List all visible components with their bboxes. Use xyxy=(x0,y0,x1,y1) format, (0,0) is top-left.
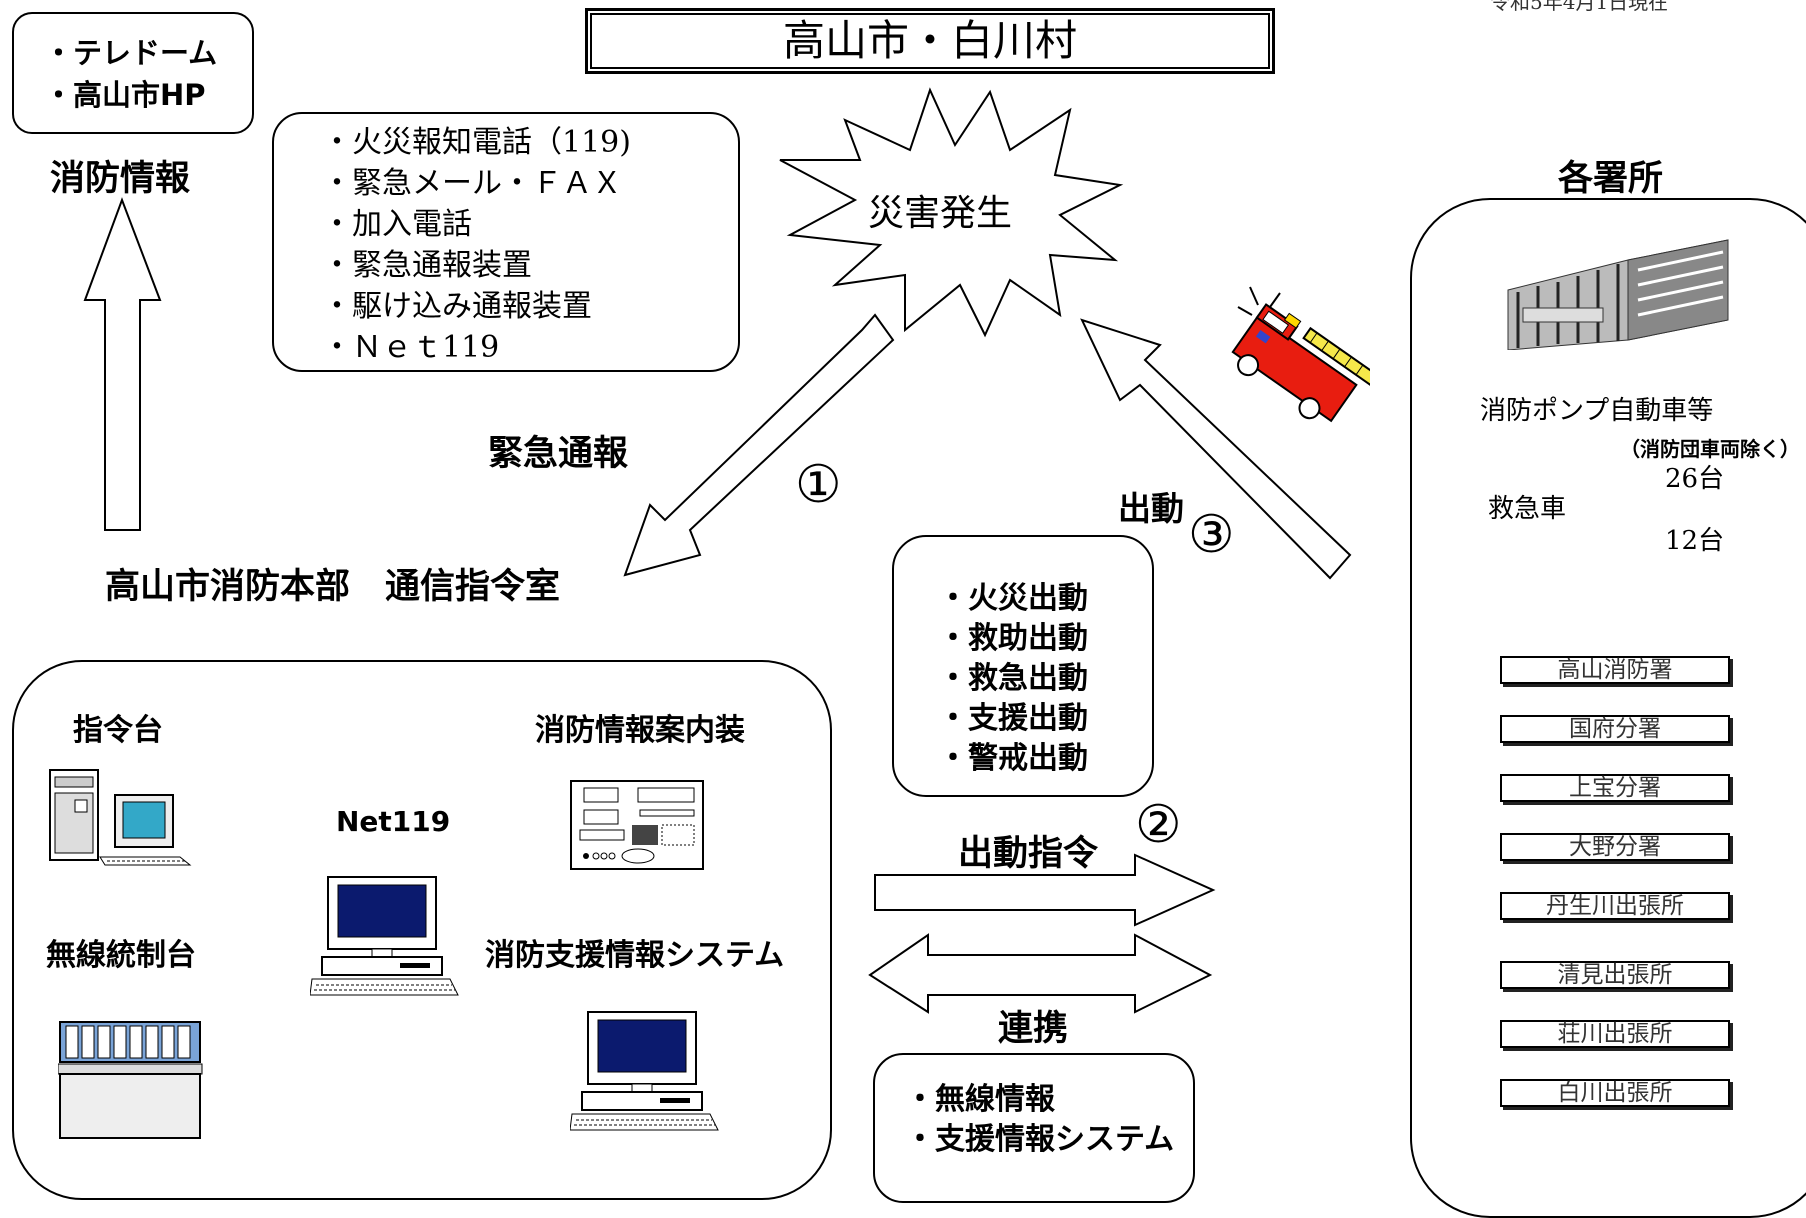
dispatch-type-item: ・救助出動 xyxy=(938,621,1088,656)
ambulance-count: 12台 xyxy=(1665,526,1725,556)
station-item: 高山消防署 xyxy=(1500,656,1730,684)
dispatch-types-box: ・火災出動 ・救助出動 ・救急出動 ・支援出動 ・警戒出動 xyxy=(892,535,1154,797)
cooperation-arrow xyxy=(868,933,1213,1014)
radio-console-label: 無線統制台 xyxy=(46,938,196,973)
stations-box xyxy=(1410,198,1806,1218)
cooperation-items-box: ・無線情報 ・支援情報システム xyxy=(873,1053,1195,1203)
stations-title: 各署所 xyxy=(1558,159,1664,199)
support-system-label: 消防支援情報システム xyxy=(485,938,785,973)
dispatch-type-item: ・救急出動 xyxy=(938,661,1088,696)
info-channels-box: ・テレドーム ・高山市HP xyxy=(12,12,254,134)
report-method-item: ・緊急メール・ＦＡＸ xyxy=(322,166,622,201)
step-two-marker: ② xyxy=(1135,795,1182,855)
step-one-marker: ① xyxy=(795,455,842,515)
dispatch-type-item: ・火災出動 xyxy=(938,581,1088,616)
computer-icon xyxy=(310,876,459,996)
station-item: 白川出張所 xyxy=(1500,1079,1730,1107)
station-item: 丹生川出張所 xyxy=(1500,892,1730,920)
station-item: 荘川出張所 xyxy=(1500,1020,1730,1048)
station-item: 国府分署 xyxy=(1500,715,1730,743)
ambulance-label: 救急車 xyxy=(1488,494,1567,524)
disaster-starburst xyxy=(779,87,1124,338)
title-box: 高山市・白川村 xyxy=(585,8,1275,74)
up-arrow xyxy=(83,197,162,531)
fire-truck-icon xyxy=(1231,286,1370,423)
net119-label: Net119 xyxy=(336,805,451,838)
info-guide-label: 消防情報案内装 xyxy=(535,713,745,748)
computer-icon xyxy=(49,769,192,866)
cooperation-item: ・無線情報 xyxy=(905,1082,1055,1117)
report-methods-box: ・火災報知電話（119) ・緊急メール・ＦＡＸ ・加入電話 ・緊急通報装置 ・駆… xyxy=(272,112,740,372)
report-method-item: ・Ｎｅｔ119 xyxy=(322,330,500,365)
report-method-item: ・加入電話 xyxy=(322,207,472,242)
command-center-title: 高山市消防本部 通信指令室 xyxy=(105,567,561,607)
emergency-report-arrow xyxy=(623,313,895,577)
fire-info-label: 消防情報 xyxy=(50,159,191,199)
command-console-label: 指令台 xyxy=(73,713,163,748)
station-item: 上宝分署 xyxy=(1500,774,1730,802)
guide-device-icon xyxy=(570,780,704,870)
vehicles-count: 26台 xyxy=(1665,464,1725,494)
report-method-item: ・緊急通報装置 xyxy=(322,248,532,283)
radio-console-icon xyxy=(58,1021,203,1139)
step-three-marker: ③ xyxy=(1188,505,1235,565)
dispatch-label: 出動 xyxy=(1118,489,1184,528)
info-channel-item: ・テレドーム xyxy=(44,36,218,70)
info-channel-item: ・高山市HP xyxy=(44,78,206,112)
vehicles-note: （消防団車両除く） xyxy=(1620,437,1800,461)
report-method-item: ・駆け込み通報装置 xyxy=(322,289,592,324)
building-icon xyxy=(1507,239,1729,350)
dispatch-order-arrow xyxy=(874,853,1216,927)
dispatch-type-item: ・警戒出動 xyxy=(938,741,1088,776)
station-item: 清見出張所 xyxy=(1500,961,1730,989)
cooperation-label: 連携 xyxy=(998,1009,1069,1049)
corner-note: 令和5年4月1日現在 xyxy=(1490,0,1669,14)
disaster-label: 災害発生 xyxy=(868,193,1013,234)
dispatch-arrow xyxy=(1080,318,1352,580)
page-title: 高山市・白川村 xyxy=(590,13,1270,69)
station-item: 大野分署 xyxy=(1500,833,1730,861)
report-method-item: ・火災報知電話（119) xyxy=(322,125,631,160)
dispatch-order-label: 出動指令 xyxy=(958,834,1099,874)
dispatch-type-item: ・支援出動 xyxy=(938,701,1088,736)
computer-icon xyxy=(570,1011,719,1131)
emergency-report-label: 緊急通報 xyxy=(488,434,629,474)
vehicles-label: 消防ポンプ自動車等 xyxy=(1480,396,1714,426)
cooperation-item: ・支援情報システム xyxy=(905,1122,1175,1157)
